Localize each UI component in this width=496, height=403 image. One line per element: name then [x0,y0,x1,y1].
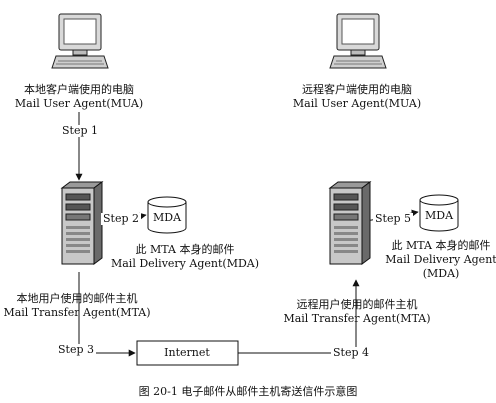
remote-mda-box-label: MDA [424,209,454,222]
local-mda-cylinder-icon [147,196,187,234]
remote-mda-agent: Mail Delivery Agent [385,253,496,266]
internet-box [136,340,239,366]
step-1-label: Step 1 [60,124,101,137]
local-computer-icon [51,13,109,69]
step-2-label: Step 2 [101,212,142,225]
figure-caption: 图 20-1 电子邮件从邮件主机寄送信件示意图 [138,385,358,398]
remote-mda-agent-abbr: (MDA) [422,267,460,280]
step-5-label: Step 5 [373,212,414,225]
remote-mda-cylinder-icon [419,194,459,232]
remote-client-name: 远程客户端使用的电脑 [302,83,412,96]
remote-computer-icon [329,13,387,69]
step-3-label: Step 3 [56,343,97,356]
local-client-name: 本地客户端使用的电脑 [24,83,134,96]
remote-server-icon [328,181,372,265]
step-4-label: Step 4 [331,346,372,359]
remote-client-agent: Mail User Agent(MUA) [292,97,422,110]
local-server-agent: Mail Transfer Agent(MTA) [3,306,151,319]
internet-label: Internet [164,346,210,359]
local-client-agent: Mail User Agent(MUA) [14,97,144,110]
local-server-icon [60,181,104,265]
remote-mda-desc: 此 MTA 本身的邮件 [391,239,491,252]
local-mda-desc: 此 MTA 本身的邮件 [135,243,235,256]
remote-server-agent: Mail Transfer Agent(MTA) [283,312,431,325]
remote-server-name: 远程用户使用的邮件主机 [296,298,418,311]
local-mda-box-label: MDA [152,211,182,224]
local-server-name: 本地用户使用的邮件主机 [16,292,138,305]
local-mda-agent: Mail Delivery Agent(MDA) [110,257,260,270]
